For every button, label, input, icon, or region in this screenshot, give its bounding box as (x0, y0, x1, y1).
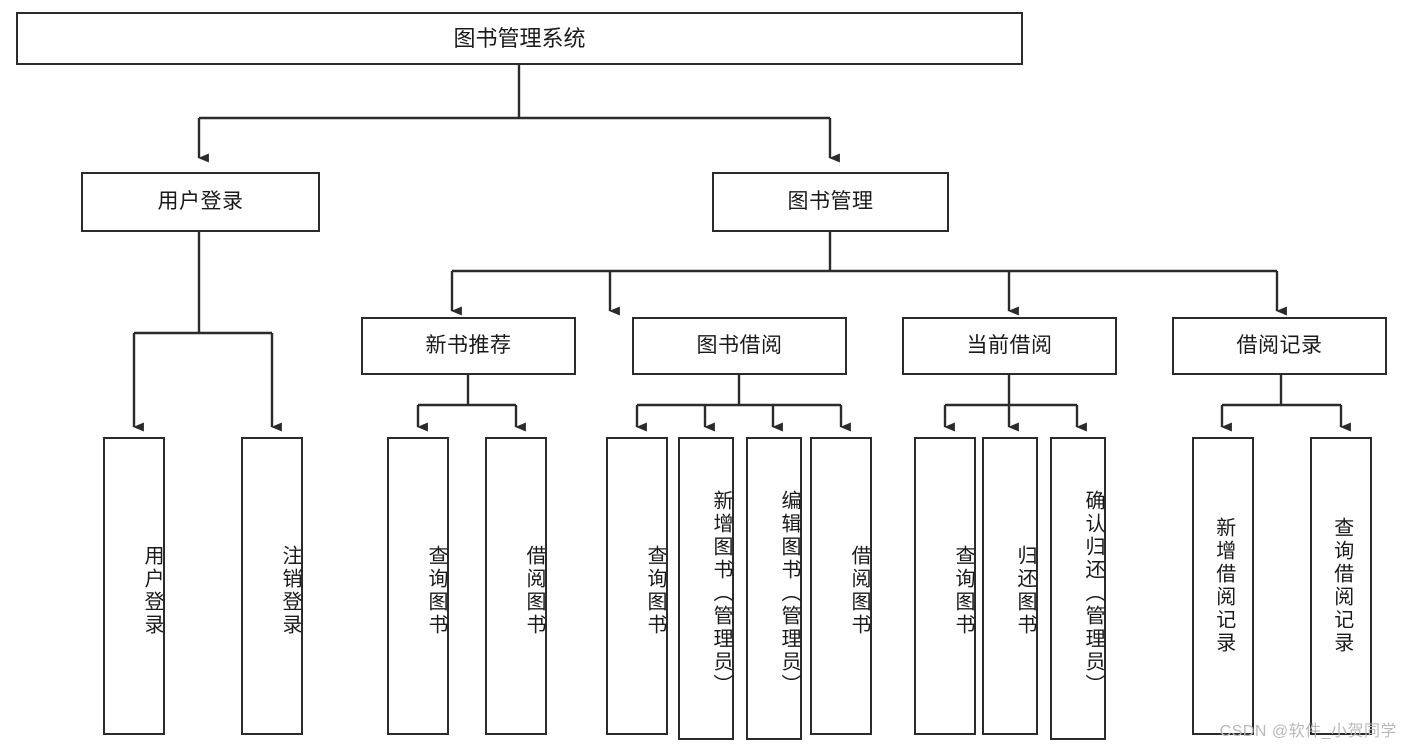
leaf-borrow-edit-book-admin[interactable]: 编辑图书（管理员） (746, 437, 802, 740)
leaf-borrow-add-book-admin[interactable]: 新增图书（管理员） (678, 437, 734, 740)
leaf-borrow-query[interactable]: 查询图书 (606, 437, 668, 735)
node-user-login[interactable]: 用户登录 (81, 172, 320, 232)
leaf-new-book-query[interactable]: 查询图书 (387, 437, 449, 735)
node-borrow-records[interactable]: 借阅记录 (1172, 317, 1387, 375)
leaf-user-login-login[interactable]: 用户登录 (103, 437, 165, 735)
leaf-records-add[interactable]: 新增借阅记录 (1192, 437, 1254, 735)
node-root[interactable]: 图书管理系统 (16, 12, 1023, 65)
leaf-current-query[interactable]: 查询图书 (914, 437, 976, 735)
leaf-current-return[interactable]: 归还图书 (982, 437, 1038, 735)
leaf-borrow-borrow-book[interactable]: 借阅图书 (810, 437, 872, 735)
node-current-borrow[interactable]: 当前借阅 (902, 317, 1117, 375)
leaf-current-confirm-return-admin[interactable]: 确认归还（管理员） (1050, 437, 1106, 740)
leaf-user-login-logout[interactable]: 注销登录 (241, 437, 303, 735)
csdn-watermark: CSDN @软件_小贺同学 (1219, 723, 1397, 740)
leaf-new-book-borrow[interactable]: 借阅图书 (485, 437, 547, 735)
node-new-book-recommend[interactable]: 新书推荐 (361, 317, 576, 375)
node-book-management[interactable]: 图书管理 (712, 172, 949, 232)
node-book-borrow[interactable]: 图书借阅 (632, 317, 847, 375)
leaf-records-query[interactable]: 查询借阅记录 (1310, 437, 1372, 735)
